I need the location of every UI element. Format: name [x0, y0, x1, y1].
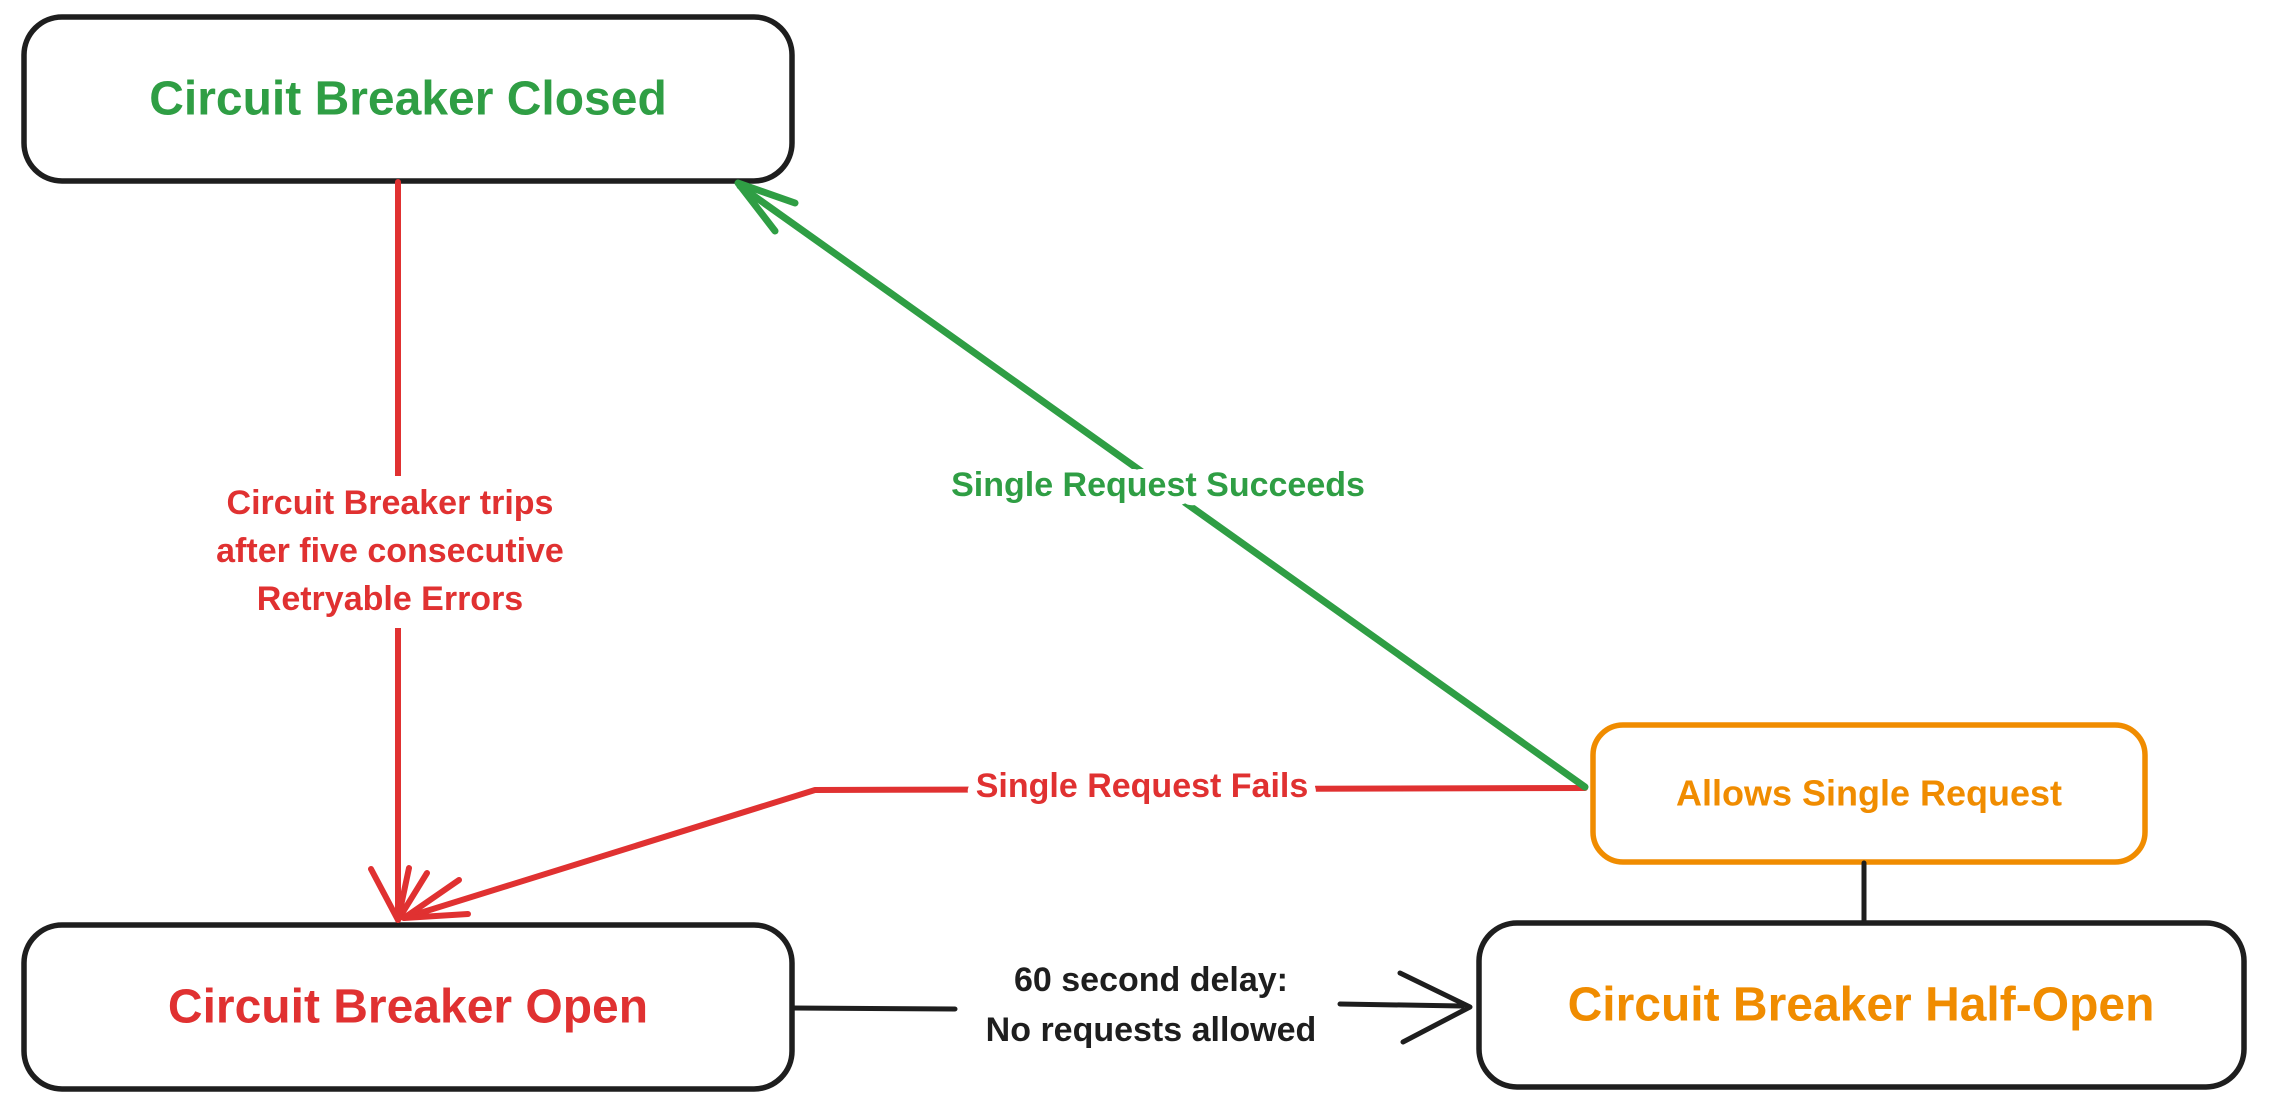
arrow-single-request-fails-arrowhead — [401, 877, 471, 921]
node-circuit-breaker-open-label: Circuit Breaker Open — [168, 981, 648, 1034]
node-circuit-breaker-closed — [21, 14, 795, 184]
arrow-single-request-succeeds-line — [736, 182, 1589, 791]
delay-label-line-2: No requests allowed — [986, 1011, 1317, 1049]
node-allows-single-request-label: Allows Single Request — [1676, 773, 2062, 814]
trip-label-line-3: Retryable Errors — [257, 580, 523, 618]
arrow-single-request-fails-line — [401, 785, 1588, 921]
trip-label-line-2: after five consecutive — [216, 532, 564, 570]
node-circuit-breaker-half-open — [1476, 920, 2247, 1090]
trip-label-backing — [168, 476, 616, 628]
single-request-succeeds-label: Single Request Succeeds — [951, 466, 1365, 504]
arrow-single-request-succeeds-arrowhead — [734, 179, 799, 235]
arrow-delay-line-left — [789, 1005, 958, 1012]
arrow-trip-arrowhead-stroke — [395, 865, 412, 923]
node-circuit-breaker-closed-label: Circuit Breaker Closed — [149, 73, 667, 126]
delay-label-line-1: 60 second delay: — [1014, 961, 1288, 999]
arrow-delay-line-right — [1337, 1001, 1465, 1009]
single-request-fails-label: Single Request Fails — [976, 767, 1309, 805]
node-allows-single-request — [1590, 722, 2148, 865]
trip-label-line-1: Circuit Breaker trips — [227, 484, 554, 522]
node-circuit-breaker-half-open-label: Circuit Breaker Half-Open — [1568, 979, 2155, 1032]
arrow-delay-arrowhead — [1397, 970, 1473, 1045]
